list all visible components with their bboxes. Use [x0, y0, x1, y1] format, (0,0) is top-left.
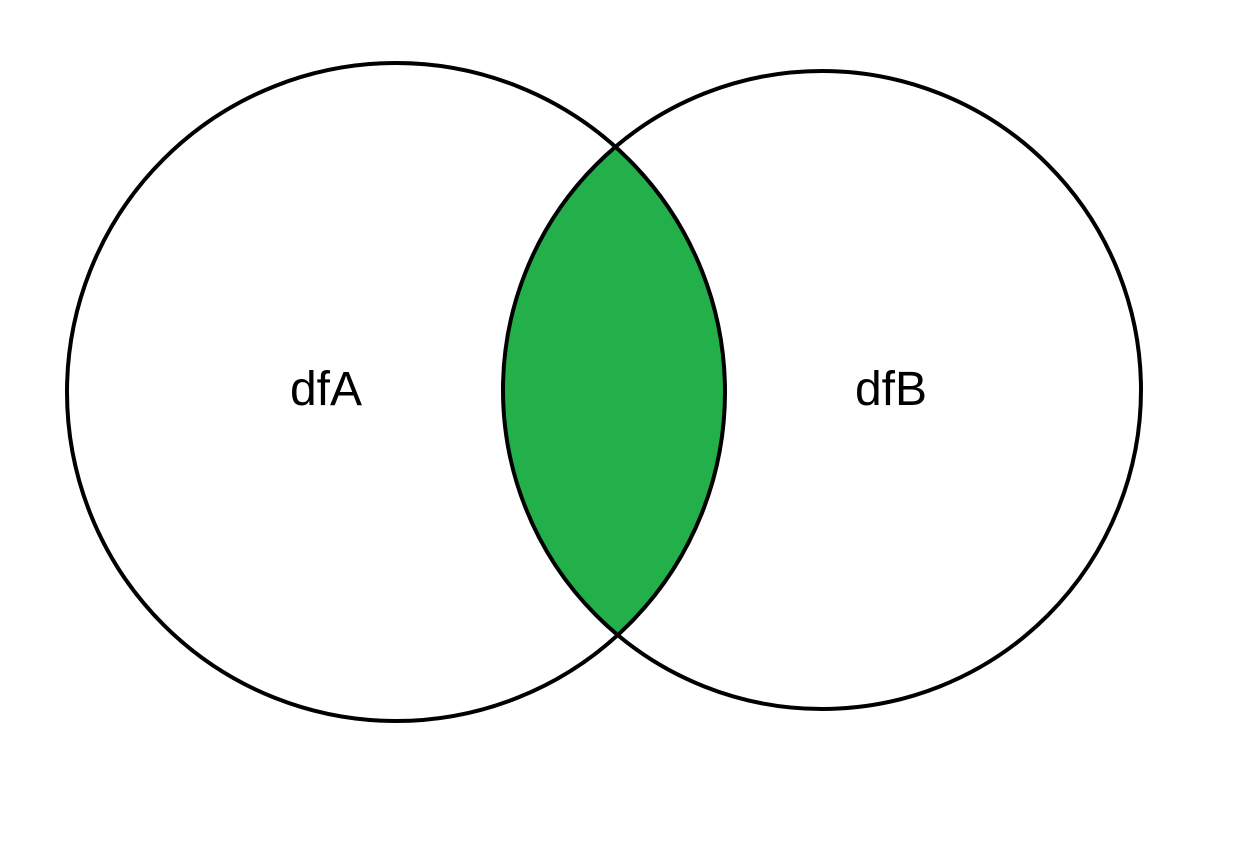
set-a-circle — [65, 61, 727, 723]
set-b-label: dfB — [855, 363, 927, 416]
set-b-circle — [501, 69, 1143, 711]
intersection-region — [503, 71, 725, 709]
set-a-label: dfA — [290, 363, 362, 416]
